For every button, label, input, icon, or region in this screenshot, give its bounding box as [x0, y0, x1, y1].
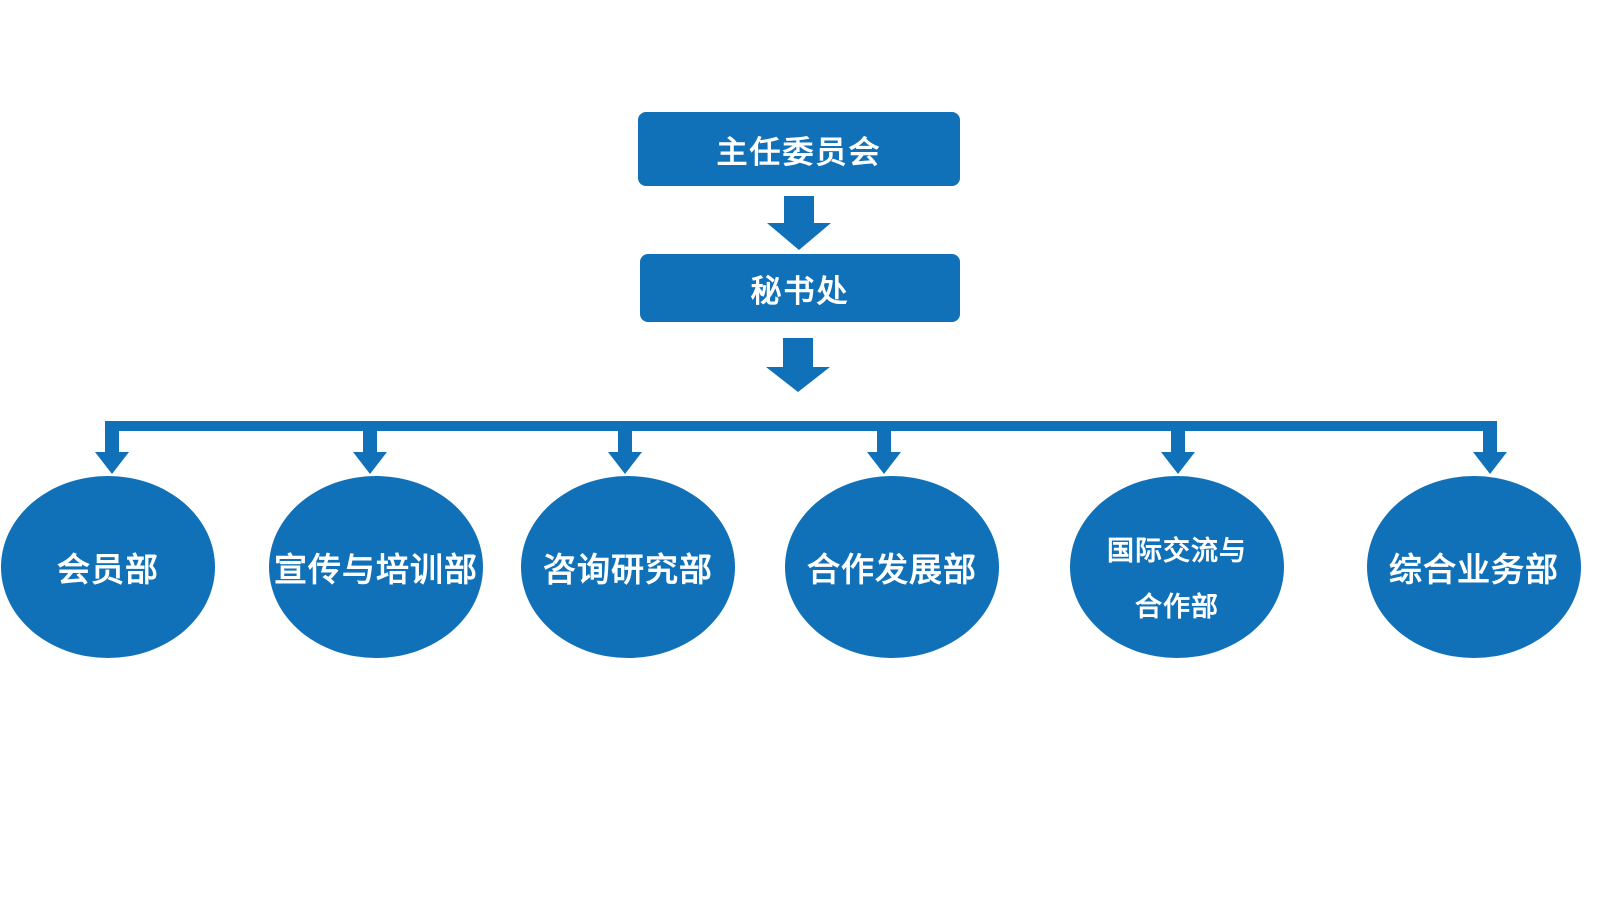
dept-node-consulting-research: 咨询研究部 — [521, 476, 735, 658]
dept-node-membership-label: 会员部 — [57, 550, 159, 589]
branch-arrow-cooperation-development — [867, 421, 901, 474]
branch-arrow-international-exchange — [1161, 421, 1195, 474]
dept-node-international-exchange-label: 国际交流与 合作部 — [1107, 524, 1247, 636]
dept-node-international-exchange-label-line-1: 国际交流与 — [1107, 536, 1247, 567]
down-arrow-secretariat-to-branch — [766, 338, 830, 392]
branch-arrow-membership — [95, 421, 129, 474]
dept-node-international-exchange: 国际交流与 合作部 — [1070, 476, 1284, 658]
dept-node-publicity-training-label: 宣传与培训部 — [274, 550, 478, 589]
node-secretariat-label: 秘书处 — [750, 273, 850, 310]
dept-node-international-exchange-label-line-2: 合作部 — [1135, 592, 1219, 623]
branch-horizontal-line — [105, 421, 1497, 431]
node-secretariat: 秘书处 — [640, 254, 960, 322]
dept-node-publicity-training: 宣传与培训部 — [269, 476, 483, 658]
dept-node-membership: 会员部 — [1, 476, 215, 658]
dept-node-cooperation-development-label: 合作发展部 — [807, 550, 977, 589]
node-director-committee-label: 主任委员会 — [716, 134, 882, 171]
branch-arrow-publicity-training — [353, 421, 387, 474]
dept-node-cooperation-development: 合作发展部 — [785, 476, 999, 658]
branch-arrow-general-business — [1473, 421, 1507, 474]
node-director-committee: 主任委员会 — [638, 112, 960, 186]
down-arrow-committee-to-secretariat — [767, 196, 831, 250]
dept-node-consulting-research-label: 咨询研究部 — [543, 550, 713, 589]
dept-node-general-business-label: 综合业务部 — [1389, 550, 1559, 589]
dept-node-general-business: 综合业务部 — [1367, 476, 1581, 658]
branch-arrow-consulting-research — [608, 421, 642, 474]
